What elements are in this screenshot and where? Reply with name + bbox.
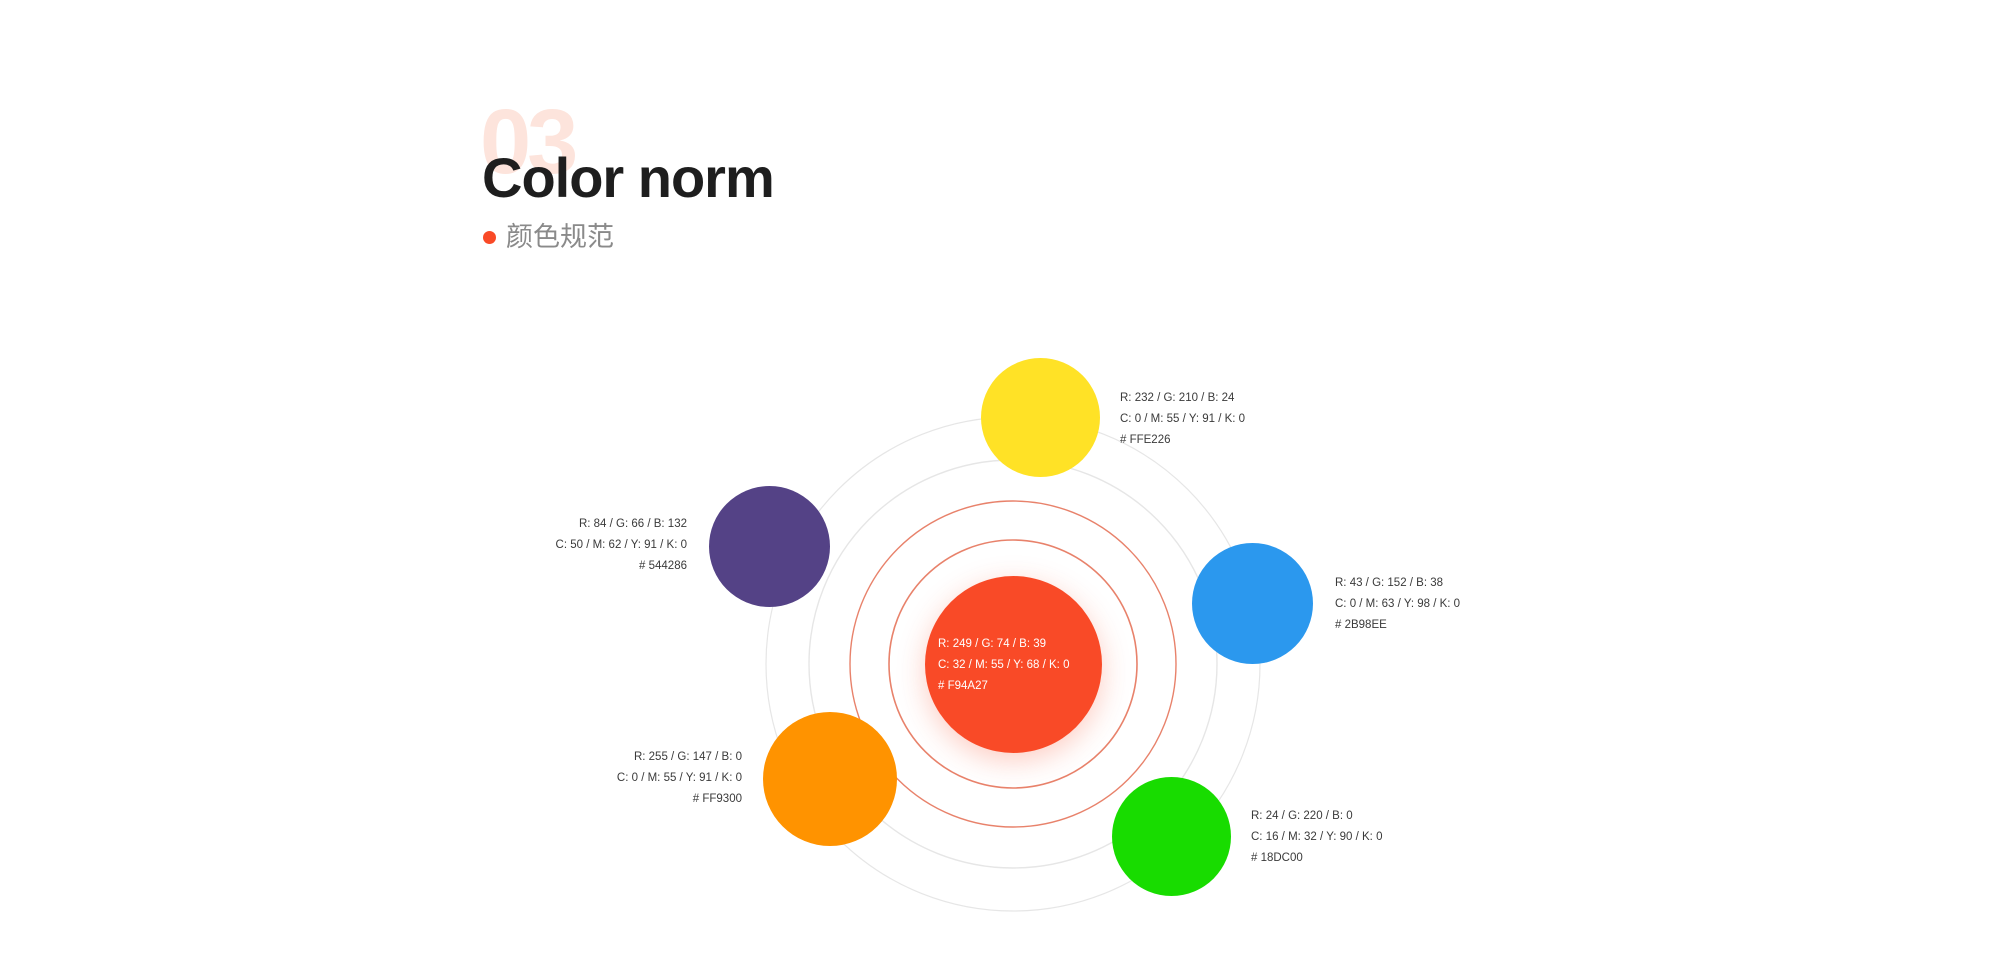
yellow-color-rgb: R: 232 / G: 210 / B: 24 bbox=[1120, 392, 1235, 404]
blue-color-cmyk: C: 0 / M: 63 / Y: 98 / K: 0 bbox=[1335, 598, 1461, 610]
yellow-color-cmyk: C: 0 / M: 55 / Y: 91 / K: 0 bbox=[1120, 413, 1246, 425]
section-subtitle: 颜色规范 bbox=[506, 222, 614, 253]
yellow-color-info: R: 232 / G: 210 / B: 24 C: 0 / M: 55 / Y… bbox=[1120, 388, 1245, 451]
orange-color-rgb: R: 255 / G: 147 / B: 0 bbox=[633, 751, 742, 763]
green-color-cmyk: C: 16 / M: 32 / Y: 90 / K: 0 bbox=[1251, 831, 1383, 843]
blue-color-hex: # 2B98EE bbox=[1335, 619, 1387, 631]
section-title: Color norm bbox=[482, 146, 775, 209]
main-color-hex: # F94A27 bbox=[938, 680, 988, 692]
subtitle-row: 颜色规范 bbox=[483, 224, 614, 251]
purple-color-swatch bbox=[709, 486, 830, 607]
blue-color-rgb: R: 43 / G: 152 / B: 38 bbox=[1335, 577, 1444, 589]
purple-color-hex: # 544286 bbox=[639, 560, 687, 572]
orbit-ring-inner bbox=[888, 539, 1138, 789]
main-color-rgb: R: 249 / G: 74 / B: 39 bbox=[938, 638, 1047, 650]
yellow-color-swatch bbox=[981, 358, 1100, 477]
main-color-info: R: 249 / G: 74 / B: 39 C: 32 / M: 55 / Y… bbox=[938, 634, 1069, 697]
orange-color-cmyk: C: 0 / M: 55 / Y: 91 / K: 0 bbox=[616, 772, 742, 784]
accent-dot-icon bbox=[483, 231, 496, 244]
main-color-cmyk: C: 32 / M: 55 / Y: 68 / K: 0 bbox=[938, 659, 1070, 671]
orange-color-hex: # FF9300 bbox=[692, 793, 742, 805]
main-color-swatch bbox=[925, 576, 1102, 753]
section-number: 03 bbox=[480, 91, 578, 193]
orbit-ring-second bbox=[849, 500, 1177, 828]
green-color-swatch bbox=[1112, 777, 1231, 896]
green-color-hex: # 18DC00 bbox=[1251, 852, 1303, 864]
purple-color-rgb: R: 84 / G: 66 / B: 132 bbox=[578, 518, 687, 530]
green-color-rgb: R: 24 / G: 220 / B: 0 bbox=[1251, 810, 1353, 822]
green-color-info: R: 24 / G: 220 / B: 0 C: 16 / M: 32 / Y:… bbox=[1251, 806, 1382, 869]
yellow-color-hex: # FFE226 bbox=[1120, 434, 1171, 446]
blue-color-info: R: 43 / G: 152 / B: 38 C: 0 / M: 63 / Y:… bbox=[1335, 573, 1460, 636]
blue-color-swatch bbox=[1192, 543, 1313, 664]
orange-color-swatch bbox=[763, 712, 897, 846]
orange-color-info: R: 255 / G: 147 / B: 0 C: 0 / M: 55 / Y:… bbox=[617, 747, 742, 810]
purple-color-info: R: 84 / G: 66 / B: 132 C: 50 / M: 62 / Y… bbox=[556, 514, 687, 577]
purple-color-cmyk: C: 50 / M: 62 / Y: 91 / K: 0 bbox=[555, 539, 687, 551]
